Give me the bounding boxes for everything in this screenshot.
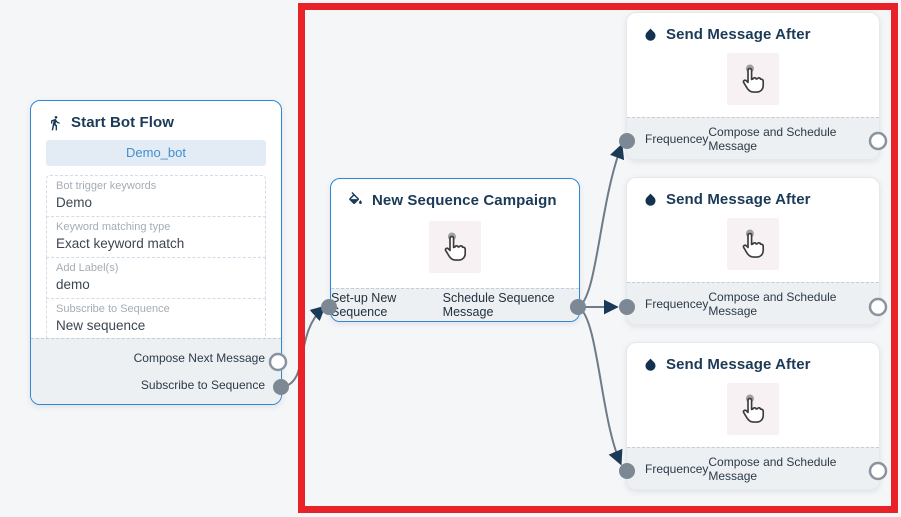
- send-message-after-node-2[interactable]: Send Message After Frequencey Compose an…: [626, 177, 880, 325]
- field-value: Demo: [56, 195, 93, 210]
- connector-campaign-input: [321, 299, 337, 315]
- field-bot-trigger-keywords[interactable]: Bot trigger keywords Demo: [46, 175, 266, 217]
- highlight-rectangle: [298, 3, 898, 513]
- connector-campaign-output: [570, 299, 586, 315]
- campaign-node-footer: Set-up New Sequence Schedule Sequence Me…: [331, 288, 579, 321]
- start-node-title: Start Bot Flow: [71, 114, 175, 131]
- send-node-header: Send Message After: [627, 343, 879, 379]
- port-subscribe-to-sequence: Subscribe to Sequence: [140, 377, 265, 392]
- connector-send3-input: [619, 463, 635, 479]
- edge-campaign-to-send-1: [577, 143, 625, 308]
- send-message-after-node-3[interactable]: Send Message After Frequencey Compose an…: [626, 342, 880, 490]
- water-drop-icon: [643, 192, 658, 207]
- port-frequencey: Frequencey: [645, 131, 709, 146]
- port-setup-new-sequence: Set-up New Sequence: [331, 291, 397, 319]
- field-value: demo: [56, 277, 90, 292]
- field-label: Bot trigger keywords: [56, 180, 157, 192]
- hand-cursor-icon[interactable]: [727, 53, 779, 105]
- send-node-title: Send Message After: [666, 356, 811, 373]
- hand-cursor-icon[interactable]: [429, 221, 481, 273]
- send-node-title: Send Message After: [666, 191, 811, 208]
- port-compose-and-schedule-message: Compose and Schedule Message: [708, 454, 837, 483]
- field-label: Subscribe to Sequence: [56, 303, 170, 315]
- connector-send2-input: [619, 299, 635, 315]
- field-value: New sequence: [56, 318, 146, 333]
- new-sequence-campaign-node[interactable]: New Sequence Campaign Set-up New Sequenc…: [330, 178, 580, 322]
- start-bot-flow-node[interactable]: Start Bot Flow Demo_bot Bot trigger keyw…: [30, 100, 282, 405]
- walking-person-icon: [47, 115, 63, 131]
- send-message-after-node-1[interactable]: Send Message After Frequencey Compose an…: [626, 12, 880, 160]
- send-node-footer: Frequencey Compose and Schedule Message: [627, 447, 879, 489]
- port-frequencey: Frequencey: [645, 461, 709, 476]
- start-node-fields: Bot trigger keywords Demo Keyword matchi…: [46, 175, 266, 340]
- connector-compose-next-message: [268, 352, 288, 372]
- send-node-header: Send Message After: [627, 178, 879, 214]
- field-label: Keyword matching type: [56, 221, 171, 233]
- start-node-footer: Compose Next Message Subscribe to Sequen…: [31, 338, 281, 404]
- connector-send3-output: [868, 461, 888, 481]
- campaign-node-title: New Sequence Campaign: [372, 192, 557, 209]
- edge-campaign-to-send-3: [577, 306, 623, 466]
- send-node-header: Send Message After: [627, 13, 879, 49]
- connector-send1-output: [868, 131, 888, 151]
- send-node-footer: Frequencey Compose and Schedule Message: [627, 282, 879, 324]
- start-node-header: Start Bot Flow: [31, 101, 281, 137]
- water-drop-icon: [643, 357, 658, 372]
- connector-send2-output: [868, 297, 888, 317]
- connector-subscribe-to-sequence: [273, 379, 289, 395]
- port-compose-and-schedule-message: Compose and Schedule Message: [708, 124, 837, 153]
- port-schedule-sequence-message: Schedule Sequence Message: [442, 291, 555, 319]
- bot-name-chip[interactable]: Demo_bot: [46, 140, 266, 166]
- field-subscribe-to-sequence[interactable]: Subscribe to Sequence New sequence: [46, 298, 266, 340]
- connector-send1-input: [619, 133, 635, 149]
- hand-cursor-icon[interactable]: [727, 218, 779, 270]
- send-node-title: Send Message After: [666, 26, 811, 43]
- port-compose-and-schedule-message: Compose and Schedule Message: [708, 289, 837, 318]
- field-value: Exact keyword match: [56, 236, 185, 251]
- water-drop-icon: [643, 27, 658, 42]
- hand-cursor-icon[interactable]: [727, 383, 779, 435]
- field-label: Add Label(s): [56, 262, 119, 274]
- port-frequencey: Frequencey: [645, 296, 709, 311]
- campaign-node-header: New Sequence Campaign: [331, 179, 579, 215]
- send-node-footer: Frequencey Compose and Schedule Message: [627, 117, 879, 159]
- port-compose-next-message: Compose Next Message: [133, 351, 265, 366]
- paint-bucket-icon: [347, 192, 364, 209]
